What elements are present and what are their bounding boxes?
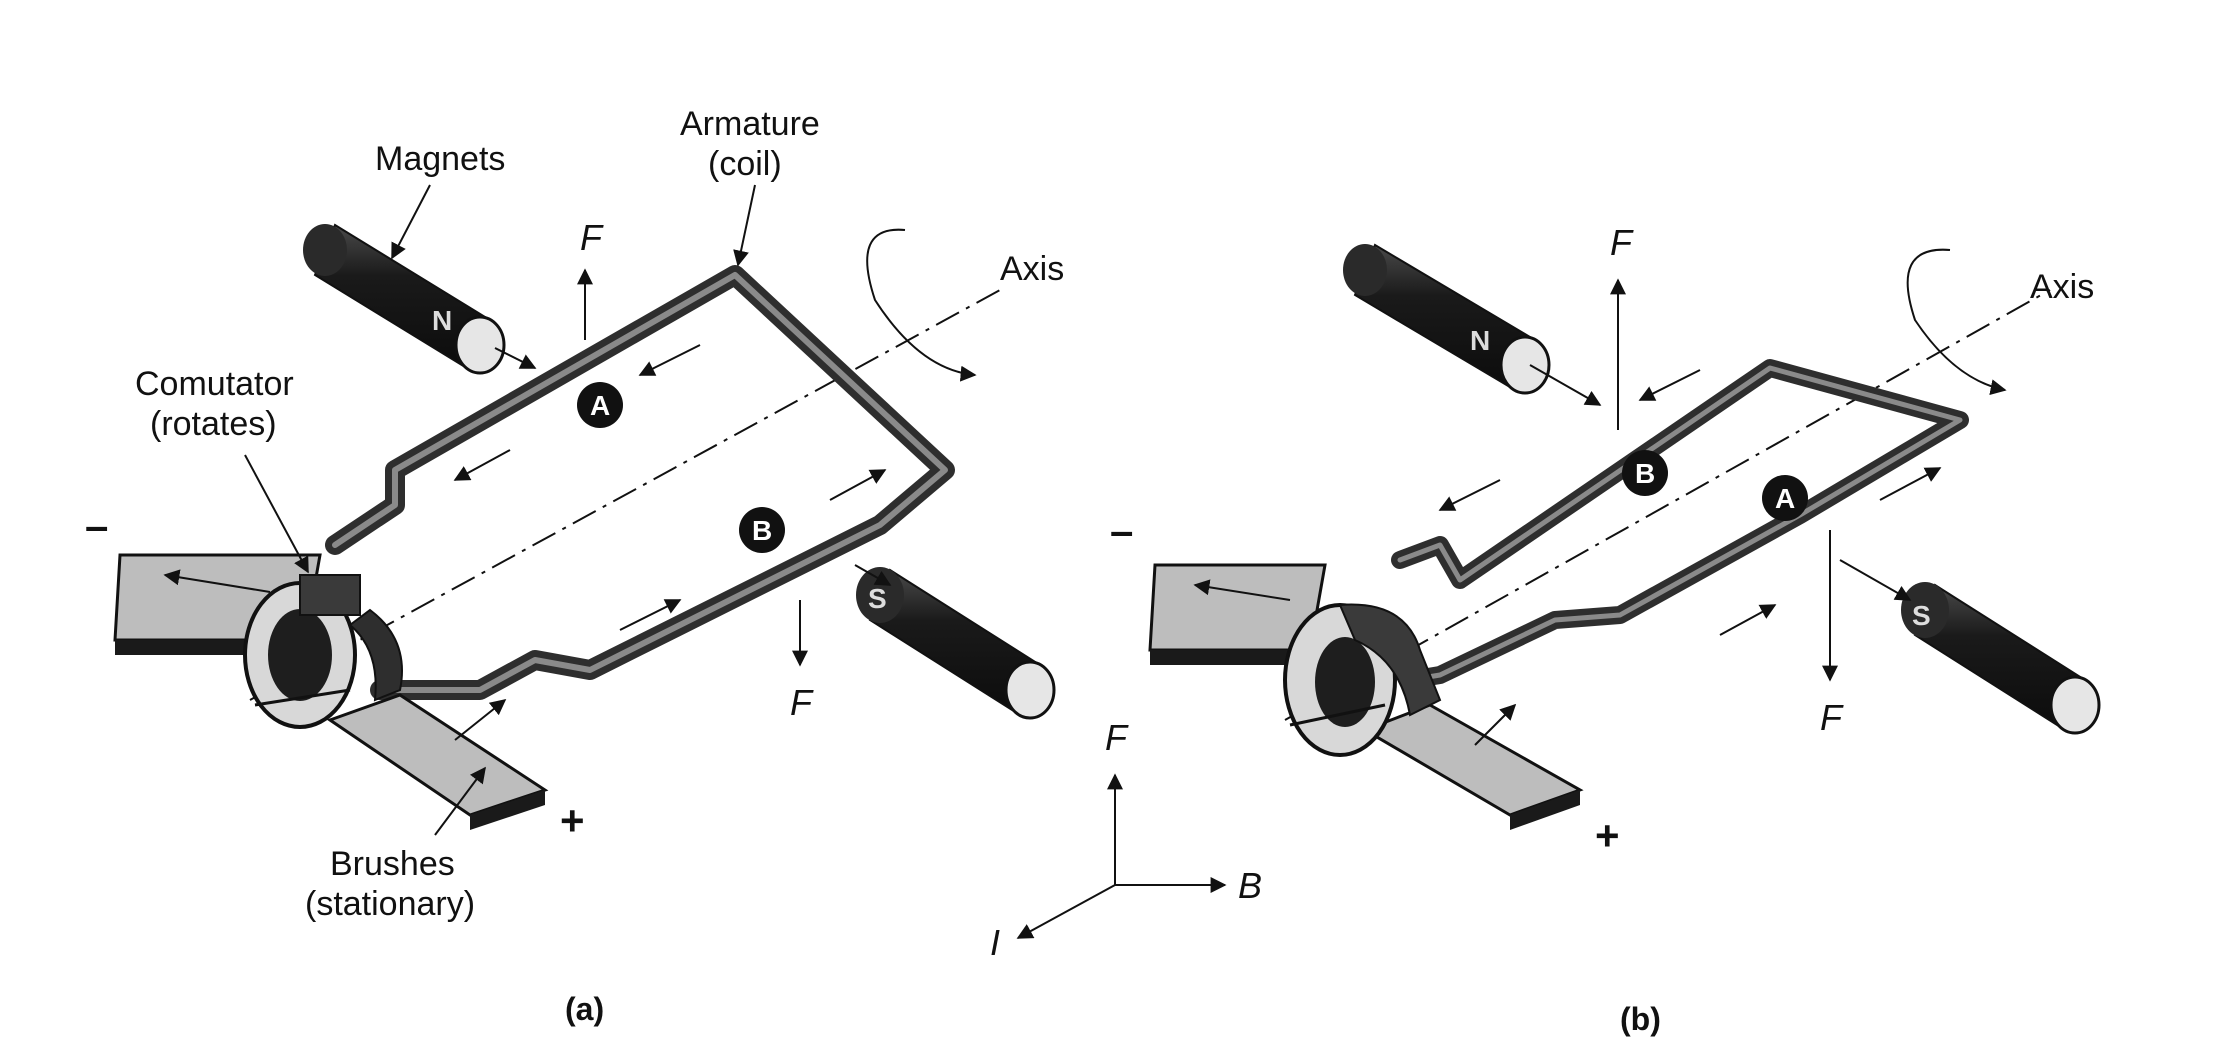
side-b-label-b: B (1635, 458, 1655, 489)
armature-coil (325, 265, 955, 700)
force-direction-triad: F B I (990, 717, 1262, 963)
axis-label: Axis (1000, 250, 1064, 288)
terminal-plus: + (560, 797, 585, 844)
rotation-arrow (866, 228, 977, 382)
current-arrows-b (1438, 369, 1942, 636)
magnet-south: S (854, 564, 1056, 720)
commutator-b (1283, 603, 1442, 757)
side-a-badge (577, 382, 623, 428)
current-arrows (453, 344, 887, 631)
caption-b: (b) (1620, 1001, 1661, 1037)
rotation-arrow-b (1906, 248, 2007, 396)
terminal-minus-b: – (1110, 507, 1133, 554)
armature-label-line2: (coil) (708, 145, 782, 183)
terminal-plus-b: + (1595, 812, 1620, 859)
armature-leader (733, 184, 756, 267)
side-b-badge (739, 507, 785, 553)
panel-a: N S F F A B Magnets (85, 105, 1064, 1027)
pole-south-label-b: S (1912, 600, 1931, 631)
pole-north-label: N (432, 305, 452, 336)
brush-positive-b (1361, 703, 1584, 830)
triad-i-label: I (990, 922, 1000, 963)
armature-coil-b (1391, 359, 1969, 689)
commutator (243, 574, 403, 729)
magnets-leader (391, 184, 431, 260)
side-a-label-b: A (1775, 483, 1795, 514)
force-label-top-b: F (1610, 222, 1634, 263)
side-b-label: B (752, 515, 772, 546)
triad-f-label: F (1105, 717, 1129, 758)
brush-positive (326, 693, 549, 830)
commutator-label-line2: (rotates) (150, 405, 277, 443)
triad-b-label: B (1238, 865, 1262, 906)
brush-negative-b (1148, 563, 1327, 665)
force-label-top: F (580, 217, 604, 258)
magnet-north-b: N (1343, 243, 1602, 406)
force-label-bottom-b: F (1820, 697, 1844, 738)
brushes-label-line2: (stationary) (305, 885, 475, 923)
panel-b: N S F F B A Axis – + (b) (1110, 222, 2101, 1037)
armature-label-line1: Armature (680, 105, 820, 143)
magnet-south-b: S (1839, 559, 2101, 735)
force-label-bottom: F (790, 682, 814, 723)
magnets-label: Magnets (375, 140, 505, 178)
side-b-badge-b (1622, 450, 1668, 496)
commutator-leader (244, 454, 309, 574)
pole-north-label-b: N (1470, 325, 1490, 356)
pole-south-label: S (868, 583, 887, 614)
magnet-north: N (303, 223, 537, 375)
side-a-label: A (590, 390, 610, 421)
side-a-badge-b (1762, 475, 1808, 521)
brushes-label-line1: Brushes (330, 845, 455, 883)
axis-label-b: Axis (2030, 268, 2094, 306)
brushes-leader (434, 766, 486, 836)
terminal-minus: – (85, 502, 108, 549)
caption-a: (a) (565, 991, 604, 1027)
commutator-label-line1: Comutator (135, 365, 294, 403)
